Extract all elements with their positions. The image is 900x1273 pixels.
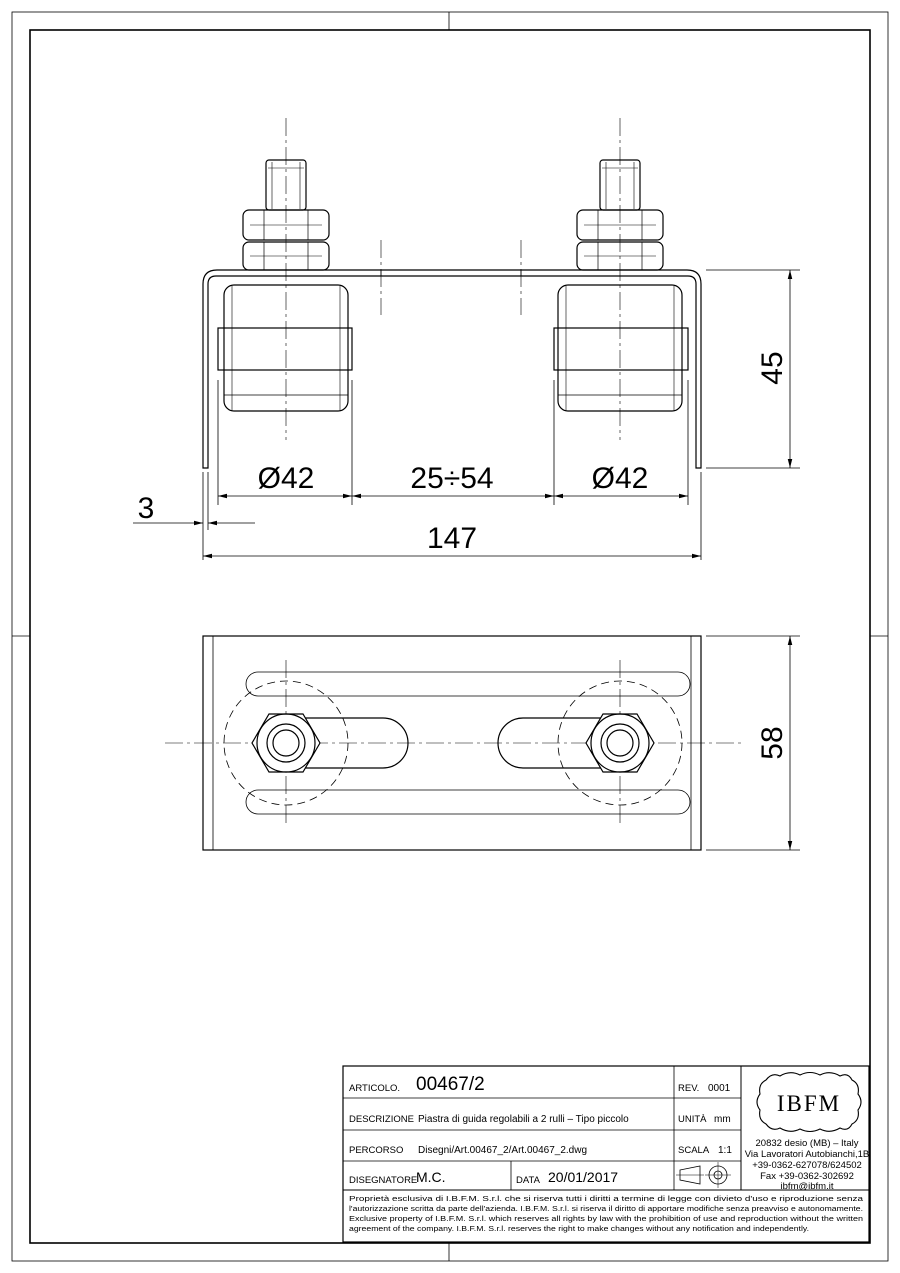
logo-text: IBFM [777, 1091, 841, 1116]
disclaimer-line: Proprietà esclusiva di I.B.F.M. S.r.l. c… [349, 1194, 864, 1203]
sheet-frame [11, 11, 889, 1262]
dim-overall-width: 147 [427, 522, 477, 555]
unita-value: mm [714, 1114, 731, 1125]
left-roller-body [223, 284, 349, 412]
front-view [202, 118, 702, 469]
right-roller-band [553, 327, 689, 371]
email: ibfm@ibfm.it [781, 1181, 834, 1192]
data-value: 20/01/2017 [548, 1169, 618, 1185]
dim-plate-width: 58 [756, 726, 789, 759]
dim-diam-left: Ø42 [258, 462, 315, 495]
company-address: 20832 desio (MB) – Italy Via Lavoratori … [745, 1138, 869, 1192]
descrizione-label: DESCRIZIONE [349, 1114, 414, 1125]
dim-range: 25÷54 [410, 462, 493, 495]
articolo-value: 00467/2 [416, 1074, 485, 1095]
data-label: DATA [516, 1175, 541, 1186]
dim-height: 45 [756, 351, 789, 384]
left-roller-band [217, 327, 353, 371]
percorso-label: PERCORSO [349, 1145, 403, 1156]
left-nut-upper [242, 209, 330, 241]
fax: Fax +39-0362-302692 [760, 1171, 854, 1182]
dim-diam-right: Ø42 [592, 462, 649, 495]
centerlines-front [285, 118, 621, 440]
right-hex-nut [585, 713, 655, 773]
upper-long-slot [245, 671, 691, 697]
disclaimer-line: Exclusive property of I.B.F.M. S.r.l. wh… [349, 1214, 863, 1223]
left-nut-lower [242, 241, 330, 271]
scala-label: SCALA [678, 1145, 710, 1156]
right-nut-lower [576, 241, 664, 271]
lower-long-slot [245, 789, 691, 815]
dim-thickness: 3 [138, 492, 155, 525]
left-hex-nut [251, 713, 321, 773]
front-dimension-labels: Ø42 25÷54 Ø42 3 147 45 [138, 351, 789, 555]
company-logo: IBFM [756, 1071, 862, 1133]
disclaimer: Proprietà esclusiva di I.B.F.M. S.r.l. c… [349, 1194, 864, 1233]
descrizione-value: Piastra di guida regolabili a 2 rulli – … [418, 1114, 629, 1125]
right-roller-assembly [553, 159, 689, 412]
phone: +39-0362-627078/624502 [752, 1160, 862, 1171]
rev-label: REV. [678, 1083, 699, 1094]
address-line1: 20832 desio (MB) – Italy [756, 1138, 859, 1149]
disclaimer-line: agreement of the company. I.B.F.M. S.r.l… [349, 1224, 809, 1233]
scala-value: 1:1 [718, 1145, 732, 1156]
top-view [165, 635, 745, 851]
disegnatore-label: DISEGNATORE [349, 1175, 417, 1186]
unita-label: UNITÀ [678, 1114, 707, 1125]
disegnatore-value: M.C. [416, 1169, 446, 1185]
top-dimensions [706, 635, 800, 851]
left-roller-assembly [217, 159, 353, 412]
right-nut-upper [576, 209, 664, 241]
rev-value: 0001 [708, 1083, 731, 1094]
disclaimer-line: l'autorizzazione scritta da parte dell'a… [349, 1204, 863, 1213]
first-angle-projection-icon [676, 1162, 731, 1188]
title-block [342, 1065, 870, 1243]
articolo-label: ARTICOLO. [349, 1083, 400, 1094]
u-plate [202, 269, 702, 469]
right-roller-body [557, 284, 683, 412]
front-dimensions [133, 269, 800, 560]
percorso-value: Disegni/Art.00467_2/Art.00467_2.dwg [418, 1145, 587, 1156]
address-line2: Via Lavoratori Autobianchi,1B [745, 1149, 869, 1160]
title-block-text: ARTICOLO. 00467/2 REV. 0001 DESCRIZIONE … [349, 1074, 732, 1186]
